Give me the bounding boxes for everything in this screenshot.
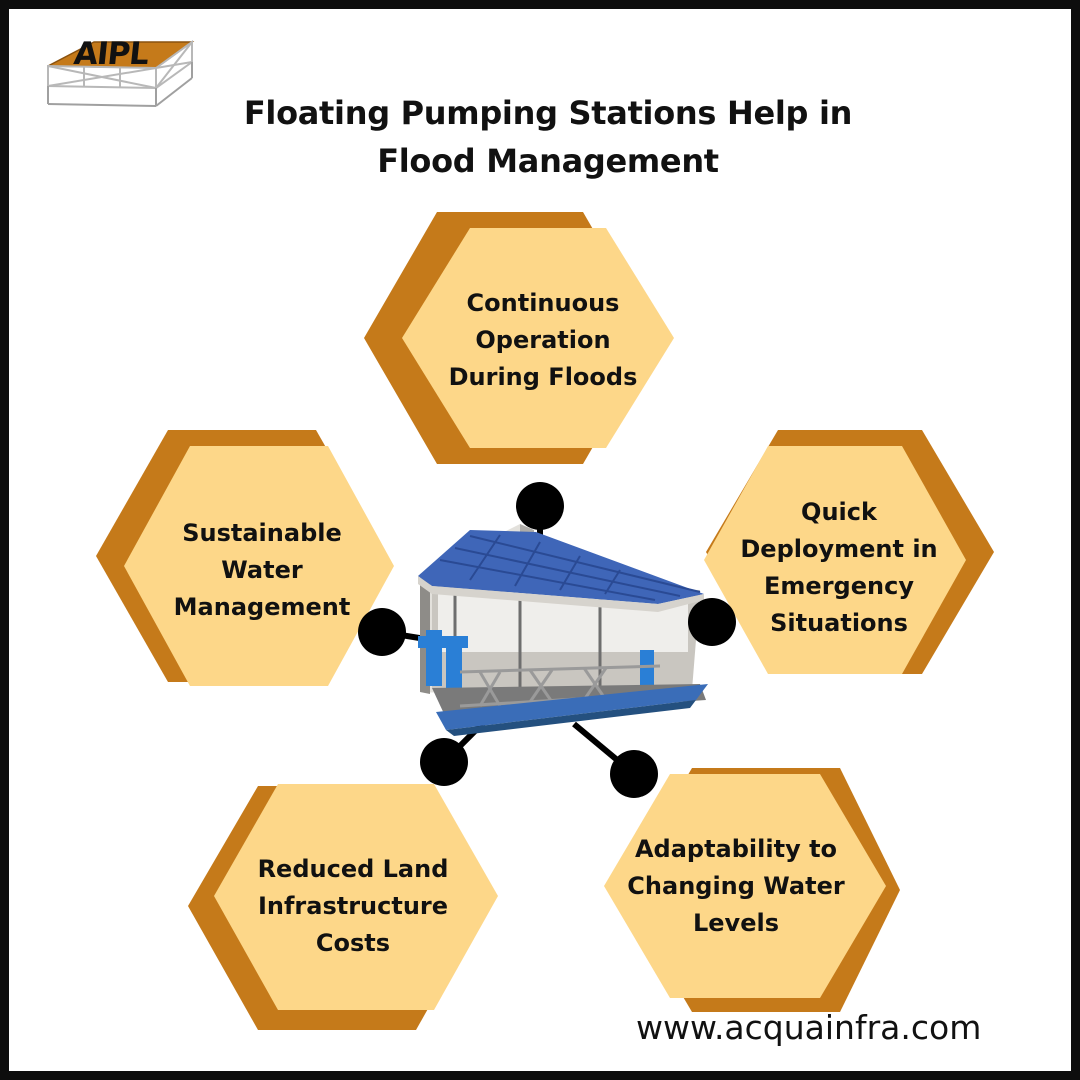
connector-right-dot <box>688 598 736 646</box>
hexagon-label-quick-deployment: Quick Deployment in Emergency Situations <box>740 498 938 637</box>
hexagon-continuous-operation <box>364 212 674 464</box>
floating-pumping-station-image <box>418 524 708 736</box>
website-url: www.acquainfra.com <box>636 1008 982 1047</box>
connector-bottom-right-dot <box>610 750 658 798</box>
connector-top-dot <box>516 482 564 530</box>
page-title-line-2: Flood Management <box>377 142 719 180</box>
hexagon-continuous-operation-inner <box>402 228 674 448</box>
page-title-line-1: Floating Pumping Stations Help in <box>243 94 853 132</box>
hexagon-quick-deployment <box>704 430 994 674</box>
hexagon-group <box>96 212 994 1030</box>
pin-group <box>358 482 736 798</box>
hexagon-adaptability-inner <box>604 774 886 998</box>
connector-left-dot <box>358 608 406 656</box>
connector-bottom-left-dot <box>420 738 468 786</box>
hexagon-label-adaptability: Adaptability to Changing Water Levels <box>627 834 845 937</box>
hexagon-quick-deployment-inner <box>704 446 966 674</box>
hexagon-label-continuous-operation: Continuous Operation During Floods <box>448 288 638 391</box>
hexagon-sustainable-water-inner <box>124 446 394 686</box>
hexagon-label-sustainable-water: Sustainable Water Management <box>173 518 351 621</box>
aipl-logo <box>47 40 195 107</box>
hexagon-reduced-land-inner <box>214 784 498 1010</box>
hexagon-sustainable-water <box>96 430 394 686</box>
hexagon-adaptability <box>604 768 900 1012</box>
hexagon-reduced-land <box>188 784 498 1030</box>
hexagon-label-reduced-land: Reduced Land Infrastructure Costs <box>257 854 449 957</box>
